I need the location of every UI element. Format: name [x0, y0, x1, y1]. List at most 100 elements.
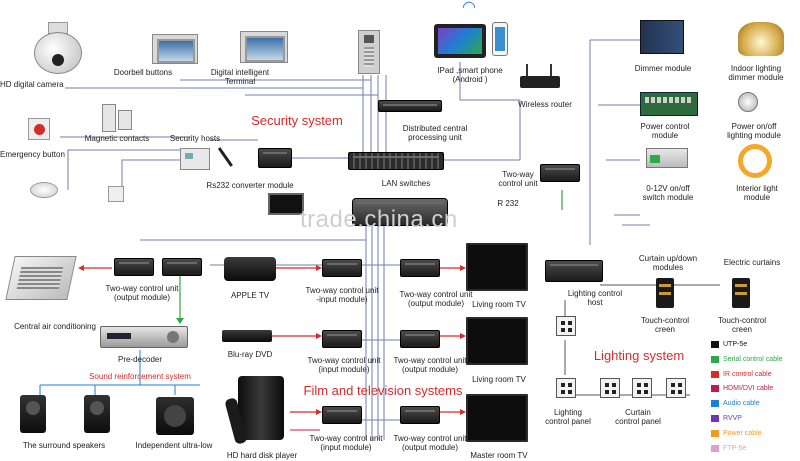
touch-1-label: Touch-control creen	[633, 316, 697, 334]
bluray-label: Blu-ray DVD	[227, 350, 273, 359]
legend-label: FTP-5e	[723, 445, 747, 452]
tcu-input-apple-text: Two-way control unit -input module)	[305, 286, 379, 304]
tcu-input-bluray	[322, 330, 362, 348]
legend-swatch	[711, 356, 719, 363]
air-conditioner-device	[5, 256, 77, 300]
legend-label: RVVP	[723, 415, 742, 422]
touch-1-text: Touch-control creen	[640, 316, 690, 334]
hd-camera-label: HD digital camera	[0, 80, 64, 89]
power-onoff-text: Power on/off lighting module	[727, 122, 781, 140]
two-way-top-text: Two-way control unit	[498, 170, 538, 188]
tcu-output-left-1	[114, 258, 154, 276]
dimmer-module-device	[640, 20, 684, 54]
tcu-output-master-label: Two-way control unit (output module)	[380, 434, 480, 452]
touch-panel-1-device	[656, 278, 674, 308]
tcu-input-hd-label: Two-way control unit (input module)	[296, 434, 396, 452]
tcu-input-apple	[322, 259, 362, 277]
tablet-device	[268, 193, 304, 215]
lan-label: LAN switches	[381, 179, 431, 188]
ipad-text: IPad ,smart phone (Android )	[437, 66, 503, 84]
smoke-detector-device	[30, 182, 58, 198]
sensor-device	[108, 186, 124, 202]
living-tv-2-label: Living room TV	[472, 375, 526, 384]
pre-decoder-device	[100, 326, 188, 348]
curtain-updown-text: Curtain up/down modules	[638, 254, 698, 272]
lighting-host-device	[545, 260, 603, 282]
tcu-input-bluray-label: Two-way control unit (input module)	[294, 356, 394, 374]
legend-swatch	[711, 430, 719, 437]
tcu-input-apple-label: Two-way control unit -input module)	[292, 286, 392, 304]
lan-switch-device	[348, 152, 444, 170]
living-tv-1	[466, 243, 528, 291]
ipad-label: IPad ,smart phone (Android )	[425, 66, 515, 84]
power-control-label: Power control module	[628, 122, 702, 140]
magnetic-label: Magnetic contacts	[84, 134, 150, 143]
legend-label: HDMI/DVI cable	[723, 385, 774, 392]
tcu-output-living2-text: Two-way control unit (output module)	[393, 356, 467, 374]
digital-terminal-label: Digital intelligent Terminal	[200, 68, 280, 86]
switch-012v-text: 0-12V on/off switch module	[642, 184, 694, 202]
legend-label: Serial control cable	[723, 356, 783, 363]
apple-tv-label: APPLE TV	[230, 291, 270, 300]
magnetic-contacts-device	[102, 104, 132, 132]
tcu-input-hd-text: Two-way control unit (input module)	[309, 434, 383, 452]
apple-tv-device	[224, 257, 276, 281]
lighting-panel-label: Lighting control panel	[536, 408, 600, 426]
electric-curtains-label: Electric curtains	[723, 258, 781, 267]
digital-terminal-text: Digital intelligent Terminal	[210, 68, 270, 86]
doorbell-panel-device	[152, 34, 198, 64]
digital-terminal-device	[240, 31, 288, 63]
interior-light-label: Interior light module	[722, 184, 792, 202]
master-tv	[466, 394, 528, 442]
curtain-panel-label: Curtain control panel	[606, 408, 670, 426]
power-onoff-label: Power on/off lighting module	[712, 122, 796, 140]
tcu-output-living2-label: Two-way control unit (output module)	[380, 356, 480, 374]
lighting-panel-1	[556, 316, 576, 336]
backbone-wire	[362, 75, 387, 160]
legend-swatch	[711, 341, 719, 348]
living-tv-1-label: Living room TV	[472, 300, 526, 309]
tcu-output-master-text: Two-way control unit (output module)	[393, 434, 467, 452]
curtain-panel-1	[632, 378, 652, 398]
lighting-panel-3	[600, 378, 620, 398]
curtain-updown-label: Curtain up/down modules	[628, 254, 708, 272]
processing-unit-device	[378, 100, 442, 112]
tcu-output-left-label: Two-way control unit (output module)	[92, 284, 192, 302]
legend-swatch	[711, 400, 719, 407]
legend-swatch	[711, 415, 719, 422]
hd-camera-device	[30, 22, 84, 74]
living-tv-2	[466, 317, 528, 365]
bulb-device	[738, 92, 758, 112]
speaker-2-device	[84, 395, 110, 433]
tcu-output-master	[400, 406, 440, 424]
emergency-label: Emergency button	[0, 150, 65, 159]
touch-2-text: Touch-control creen	[717, 316, 767, 334]
curtain-panel-text: Curtain control panel	[615, 408, 661, 426]
indoor-dimmer-label: Indoor lighting dimmer module	[716, 64, 796, 82]
sound-reinforcement-label: Sound reinforcement system	[89, 372, 191, 381]
door-station-device	[358, 30, 380, 74]
emergency-button-device	[28, 118, 50, 140]
lighting-host-label: Lighting control host	[565, 289, 625, 307]
lighting-panel-2	[556, 378, 576, 398]
router-label: Wireless router	[518, 100, 572, 109]
pre-decoder-label: Pre-decoder	[117, 355, 163, 364]
tcu-output-living1-label: Two-way control unit (output module)	[386, 290, 486, 308]
processing-label: Distributed central processing unit	[390, 124, 480, 142]
interior-light-text: Interior light module	[736, 184, 778, 202]
smartphone-device	[492, 22, 508, 56]
legend-label: Audio cable	[723, 400, 760, 407]
lighting-heading: Lighting system	[593, 348, 685, 363]
rs232-converter-device	[258, 148, 292, 168]
doorbell-label: Doorbell buttons	[113, 68, 173, 77]
tcu-input-hd	[322, 406, 362, 424]
tcu-output-living1	[400, 259, 440, 277]
subwoofer-device	[156, 397, 194, 435]
touch-2-label: Touch-control creen	[710, 316, 774, 334]
tcu-output-left-2	[162, 258, 202, 276]
legend-swatch	[711, 385, 719, 392]
router-device	[520, 64, 560, 88]
wifi-icon: ◠	[462, 0, 476, 16]
switch-012v-label: 0-12V on/off switch module	[628, 184, 708, 202]
